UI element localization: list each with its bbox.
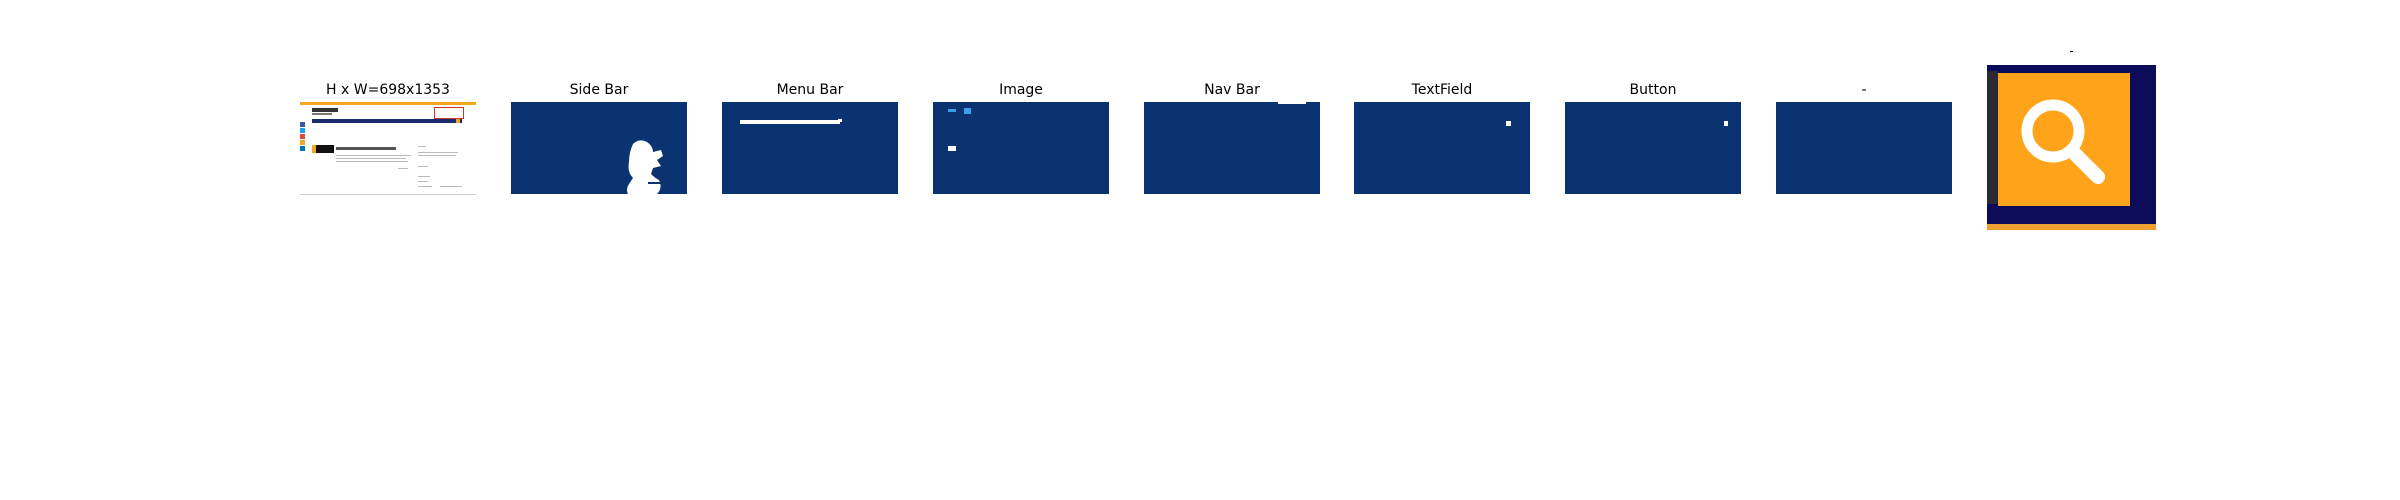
thumb-nav-bar [312, 119, 462, 123]
thumb-sidebar-line [418, 176, 430, 177]
page-thumbnail [300, 102, 476, 195]
thumb-banner [434, 107, 464, 119]
panel-title: Button [1629, 82, 1677, 98]
panel-title: TextField [1411, 82, 1473, 98]
thumb-sidebar-line [418, 166, 428, 167]
nav-bar-region [1278, 100, 1306, 104]
thumb-sidebar-line [418, 146, 426, 147]
panel-side-bar: Side Bar [511, 82, 687, 194]
zoom-underline [1987, 224, 2156, 230]
thumb-sidebar-line [440, 186, 462, 187]
thumb-content-line [398, 168, 408, 169]
textfield-mask [1354, 102, 1530, 194]
image-region [964, 108, 971, 114]
panel-button: Button [1565, 82, 1741, 194]
textfield-region [1506, 121, 1511, 126]
thumb-content-line [336, 158, 406, 159]
panel-image: Image [933, 82, 1109, 194]
panel-menu-bar: Menu Bar [722, 82, 898, 194]
thumb-content-line [336, 155, 411, 156]
zoom-crop [1987, 65, 2156, 232]
panel-title: Image [999, 82, 1043, 98]
thumb-content-title [336, 147, 396, 150]
thumb-logo [312, 108, 338, 112]
panel-textfield: TextField [1354, 82, 1530, 194]
side-bar-region [627, 140, 663, 194]
search-button-crop [1998, 73, 2130, 206]
menu-bar-mask [722, 102, 898, 194]
thumb-content-line [336, 161, 408, 162]
panel-screenshot: H x W=698x1353 [300, 82, 476, 195]
panel-unlabeled: - [1776, 82, 1952, 194]
panel-title: H x W=698x1353 [326, 82, 450, 98]
image-mask [933, 102, 1109, 194]
thumb-badge-accent [312, 145, 316, 153]
thumb-sidebar-line [418, 181, 428, 182]
thumb-search-icon [456, 119, 460, 123]
thumb-logo-subtitle [312, 113, 332, 115]
side-bar-mask [511, 102, 687, 194]
thumb-sidebar-line [418, 155, 456, 156]
nav-bar-mask [1144, 100, 1320, 194]
zoom-left-strip [1987, 71, 1998, 204]
thumb-top-bar [300, 102, 476, 105]
image-region [948, 146, 956, 151]
thumb-social-bar [300, 122, 305, 152]
thumb-sidebar-line [418, 152, 458, 153]
button-mask [1565, 102, 1741, 194]
panel-nav-bar: Nav Bar [1144, 82, 1320, 194]
button-region [1724, 121, 1728, 126]
panel-title: Nav Bar [1204, 82, 1260, 98]
thumb-sidebar-line [418, 186, 432, 187]
panel-title: Side Bar [569, 82, 629, 98]
menu-bar-region [740, 120, 840, 124]
image-region [948, 109, 956, 112]
thumb-badge [312, 145, 334, 153]
menu-bar-region [838, 119, 842, 122]
zoom-title: - [2069, 44, 2074, 58]
search-icon [2021, 99, 2105, 184]
panel-title: Menu Bar [776, 82, 844, 98]
unlabeled-mask [1776, 102, 1952, 194]
panel-title: - [1861, 82, 1867, 98]
